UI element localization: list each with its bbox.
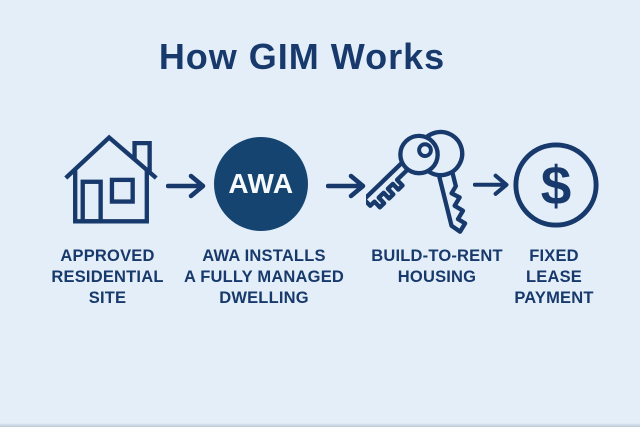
step-label-approved-residential-site: APPROVED RESIDENTIAL SITE — [30, 246, 185, 309]
awa-badge: AWA — [214, 137, 308, 231]
step-label-build-to-rent-housing: BUILD-TO-RENT HOUSING — [357, 246, 517, 288]
page-title: How GIM Works — [158, 36, 446, 77]
label-line: SITE — [88, 289, 127, 307]
label-line: A FULLY MANAGED — [183, 268, 345, 286]
label-line: LEASE — [525, 268, 582, 286]
label-line: PAYMENT — [514, 289, 594, 307]
step-label-fixed-lease-payment: FIXED LEASE PAYMENT — [506, 246, 602, 309]
dollar-circle-icon: $ — [511, 140, 601, 230]
step-label-awa-installs-dwelling: AWA INSTALLS A FULLY MANAGED DWELLING — [178, 246, 350, 309]
label-line: RESIDENTIAL — [51, 268, 164, 286]
label-line: BUILD-TO-RENT — [371, 247, 503, 265]
keys-icon — [366, 127, 474, 240]
right-arrow-icon — [165, 173, 208, 199]
label-line: APPROVED — [60, 247, 155, 265]
label-line: DWELLING — [219, 289, 309, 307]
label-line: AWA INSTALLS — [202, 247, 326, 265]
right-arrow-icon — [472, 173, 511, 198]
awa-badge-label: AWA — [228, 168, 294, 199]
dollar-symbol: $ — [541, 155, 571, 217]
house-icon — [62, 130, 160, 226]
label-line: FIXED — [529, 247, 579, 265]
label-line: HOUSING — [397, 268, 477, 286]
right-arrow-icon — [325, 173, 368, 199]
